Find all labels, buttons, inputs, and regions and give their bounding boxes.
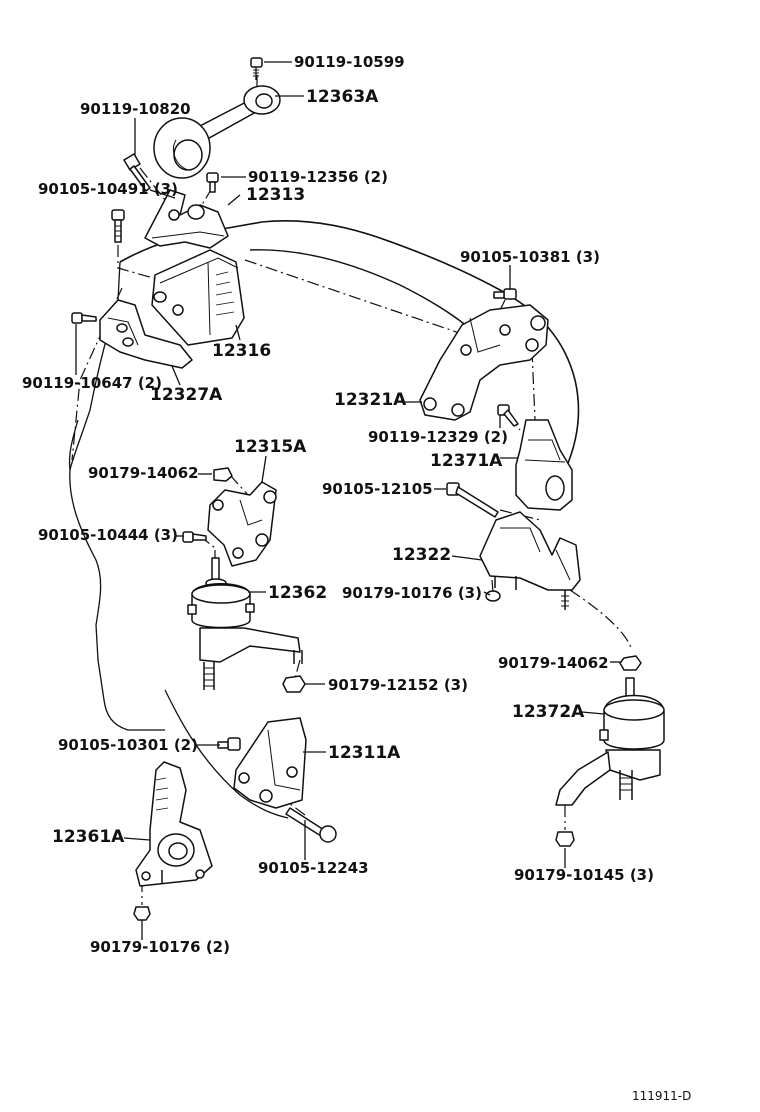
label-90105-12243[interactable]: 90105-12243 (258, 859, 369, 877)
label-90105-10301[interactable]: 90105-10301 (2) (58, 736, 198, 754)
bolt-90105-12105-icon (446, 482, 499, 518)
bracket-12322-icon (479, 511, 581, 610)
label-12372A[interactable]: 12372A (512, 702, 585, 722)
label-90179-14062-a[interactable]: 90179-14062 (88, 464, 199, 482)
bracket-12316-icon (151, 249, 245, 346)
bolt-90105-12243-icon (285, 807, 337, 843)
bolt-90119-10647-icon (71, 312, 97, 324)
bracket-12315A-icon (207, 481, 277, 567)
bracket-12327A-icon (99, 299, 193, 369)
label-12315A[interactable]: 12315A (234, 437, 307, 457)
label-90105-10491[interactable]: 90105-10491 (3) (38, 180, 178, 198)
bracket-12313-icon (144, 189, 229, 249)
label-90119-12329[interactable]: 90119-12329 (2) (368, 428, 508, 446)
label-90179-10176-3[interactable]: 90179-10176 (3) (342, 584, 482, 602)
nut-90179-14062-b-icon (619, 655, 642, 671)
bolt-90119-10599-icon (250, 57, 263, 80)
bolt-90119-12329-icon (497, 404, 519, 427)
bolt-90105-10444-icon (182, 531, 207, 543)
label-90119-10647[interactable]: 90119-10647 (2) (22, 374, 162, 392)
mount-12371A-icon (515, 419, 573, 511)
bracket-12311A-icon (233, 717, 307, 809)
bracket-12321A-icon (419, 304, 549, 421)
label-12362[interactable]: 12362 (268, 583, 327, 603)
nut-90179-10145-icon (555, 831, 575, 847)
label-12361A[interactable]: 12361A (52, 827, 125, 847)
label-12363A[interactable]: 12363A (306, 87, 379, 107)
bolt-90105-10381-icon (493, 288, 517, 300)
nut-90179-14062-a-icon (213, 467, 233, 482)
label-12371A[interactable]: 12371A (430, 451, 503, 471)
label-90179-10176-2[interactable]: 90179-10176 (2) (90, 938, 230, 956)
label-12313[interactable]: 12313 (246, 185, 305, 205)
label-90105-10444[interactable]: 90105-10444 (3) (38, 526, 178, 544)
mount-12372A-icon (555, 677, 665, 806)
label-90179-14062-b[interactable]: 90179-14062 (498, 654, 609, 672)
label-12321A[interactable]: 12321A (334, 390, 407, 410)
label-90119-12356[interactable]: 90119-12356 (2) (248, 168, 388, 186)
nut-90179-10176-icon (485, 590, 501, 602)
label-90119-10599[interactable]: 90119-10599 (294, 53, 405, 71)
torque-rod-12363A-icon (153, 85, 281, 179)
diagram-code: 111911-D (632, 1089, 691, 1103)
nut-90179-12152-icon (282, 675, 306, 693)
mount-12361A-icon (135, 761, 213, 887)
nut-90179-10176-2-icon (133, 906, 151, 921)
label-12311A[interactable]: 12311A (328, 743, 401, 763)
label-12327A[interactable]: 12327A (150, 385, 223, 405)
label-12322[interactable]: 12322 (392, 545, 451, 565)
label-90119-10820[interactable]: 90119-10820 (80, 100, 191, 118)
bolt-90105-10491-icon (111, 209, 125, 243)
label-12316[interactable]: 12316 (212, 341, 271, 361)
bolt-90105-10301-icon (217, 737, 241, 751)
bolt-90119-12356-icon (206, 172, 219, 193)
label-90105-10381[interactable]: 90105-10381 (3) (460, 248, 600, 266)
bolt-90119-10820-icon (123, 153, 151, 192)
label-90179-12152[interactable]: 90179-12152 (3) (328, 676, 468, 694)
label-90105-12105[interactable]: 90105-12105 (322, 480, 433, 498)
part-labels: 90119-10599 12363A 90119-10820 90119-123… (22, 53, 691, 1103)
leader-lines (75, 61, 620, 940)
label-90179-10145[interactable]: 90179-10145 (3) (514, 866, 654, 884)
mount-12362-icon (187, 557, 303, 690)
